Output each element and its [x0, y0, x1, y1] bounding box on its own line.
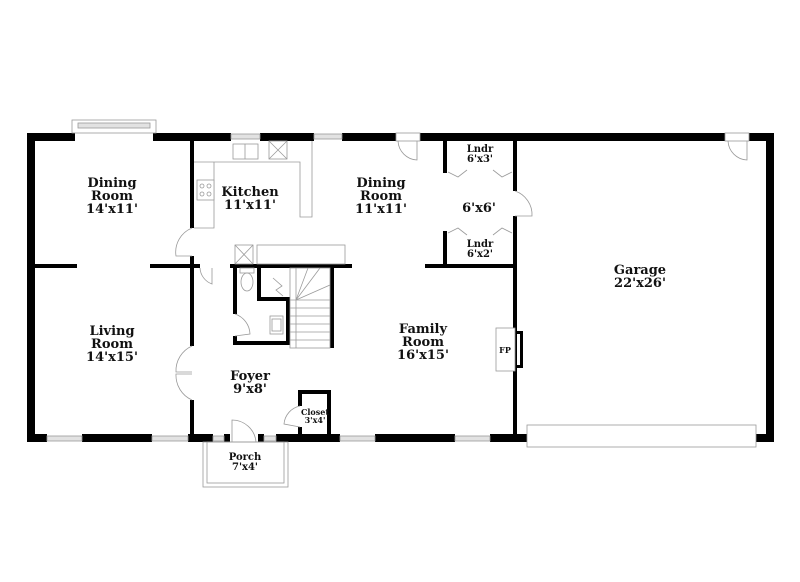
room-name: Lndr: [466, 144, 494, 155]
room-label-garage: Garage 22'x26': [614, 264, 666, 290]
room-name: Lndr: [466, 239, 494, 250]
room-dimensions: 7'x4': [231, 462, 258, 473]
room-dimensions: 9'x8': [233, 382, 267, 397]
room-dimensions: 6'x2': [466, 249, 493, 260]
room-name-line2: Room: [360, 189, 402, 204]
porch: [202, 441, 289, 488]
room-dimensions: 11'x11': [224, 198, 276, 213]
stairs: [272, 267, 331, 349]
room-label-family-room: Family Room 16'x15': [397, 323, 449, 362]
room-label-laundry-north: Lndr 6'x3': [467, 145, 494, 165]
doors: [175, 132, 757, 448]
room-name-line2: Room: [402, 335, 444, 350]
room-dimensions: 16'x15': [397, 348, 449, 363]
kitchen-fixtures: [194, 140, 346, 265]
room-name: Closet: [300, 407, 330, 417]
interior-walls: [35, 141, 517, 434]
room-dimensions: 6'x3': [466, 154, 493, 165]
room-dimensions: 6'x6': [462, 201, 496, 216]
room-label-closet: Closet 3'x4': [301, 408, 329, 424]
room-label-hall: 6'x6': [462, 202, 496, 215]
room-label-dining-room-east: Dining Room 11'x11': [355, 177, 407, 216]
bath-fixtures: [239, 267, 284, 335]
room-dimensions: 3'x4': [304, 415, 326, 425]
windows: [46, 119, 491, 442]
room-dimensions: 22'x26': [614, 276, 666, 291]
fireplace: [495, 327, 523, 372]
room-name-line2: Room: [91, 189, 133, 204]
room-dimensions: 14'x15': [86, 350, 138, 365]
room-name-line2: Room: [91, 337, 133, 352]
room-dimensions: 14'x11': [86, 202, 138, 217]
room-name: Dining: [87, 176, 137, 191]
room-name: Family: [398, 322, 448, 337]
room-name: Living: [89, 324, 135, 339]
room-name: Foyer: [230, 369, 270, 384]
room-label-living-room: Living Room 14'x15': [86, 325, 138, 364]
room-label-dining-room-west: Dining Room 14'x11': [86, 177, 138, 216]
fireplace-text: FP: [499, 345, 511, 355]
room-name: Dining: [356, 176, 406, 191]
room-label-foyer: Foyer 9'x8': [230, 370, 270, 396]
room-name: Porch: [228, 452, 262, 463]
room-label-porch: Porch 7'x4': [229, 453, 262, 473]
fireplace-label: FP: [499, 346, 511, 354]
room-label-kitchen: Kitchen 11'x11': [221, 186, 278, 212]
room-dimensions: 11'x11': [355, 202, 407, 217]
room-name: Garage: [613, 263, 667, 278]
room-label-laundry-south: Lndr 6'x2': [467, 240, 494, 260]
room-name: Kitchen: [221, 185, 279, 200]
exterior-walls: [27, 133, 774, 442]
